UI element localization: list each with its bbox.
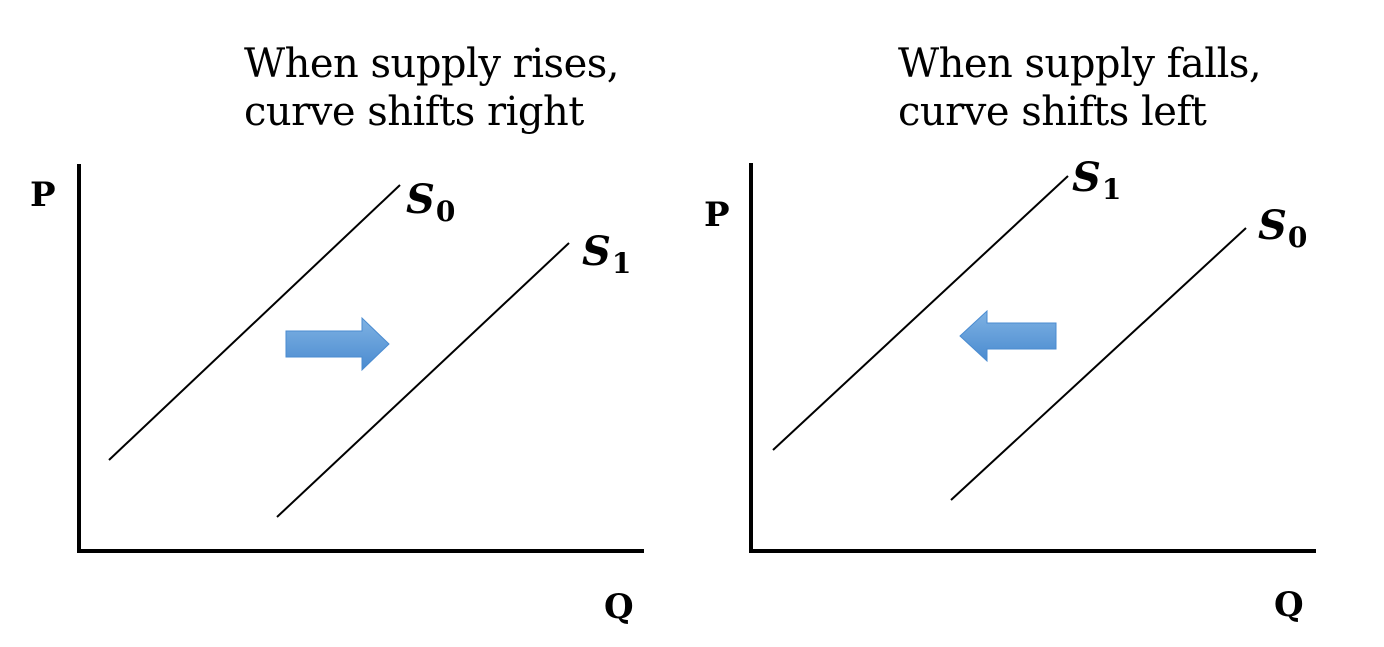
curve-symbol: S <box>406 176 435 223</box>
title-line-2: curve shifts right <box>244 89 584 135</box>
curve-label-s1: S1 <box>582 232 631 281</box>
panel-supply-rises: When supply rises, curve shifts right P … <box>30 40 644 627</box>
arrow-left-icon <box>959 309 1057 363</box>
y-axis-label: P <box>30 175 56 215</box>
curve-subscript: 0 <box>435 195 456 228</box>
supply-shift-left-diagram <box>749 163 1316 553</box>
supply-curve-original <box>950 227 1247 501</box>
supply-curve-shifted <box>276 242 570 518</box>
arrow-right-icon <box>285 316 390 372</box>
curve-subscript: 1 <box>611 247 632 280</box>
x-axis-label: Q <box>1274 585 1304 625</box>
x-axis-label: Q <box>604 587 634 627</box>
curve-subscript: 1 <box>1101 173 1122 206</box>
curve-symbol: S <box>582 228 611 275</box>
title-line-1: When supply rises, <box>244 41 619 87</box>
curve-symbol: S <box>1258 202 1287 249</box>
curve-subscript: 0 <box>1287 221 1308 254</box>
panel-supply-falls: When supply falls, curve shifts left P Q… <box>692 0 1384 647</box>
curve-label-s1: S1 <box>1072 158 1121 207</box>
curve-label-s0: S0 <box>406 180 455 229</box>
supply-shift-right-diagram <box>77 164 644 553</box>
curve-label-s0: S0 <box>1258 206 1307 255</box>
panel-title: When supply falls, curve shifts left <box>898 40 1262 136</box>
y-axis-label: P <box>704 195 730 235</box>
title-line-1: When supply falls, <box>898 41 1262 87</box>
supply-curve-original <box>108 184 401 461</box>
title-line-2: curve shifts left <box>898 89 1207 135</box>
supply-curve-shifted <box>772 175 1069 451</box>
panel-title: When supply rises, curve shifts right <box>244 40 619 136</box>
curve-symbol: S <box>1072 154 1101 201</box>
